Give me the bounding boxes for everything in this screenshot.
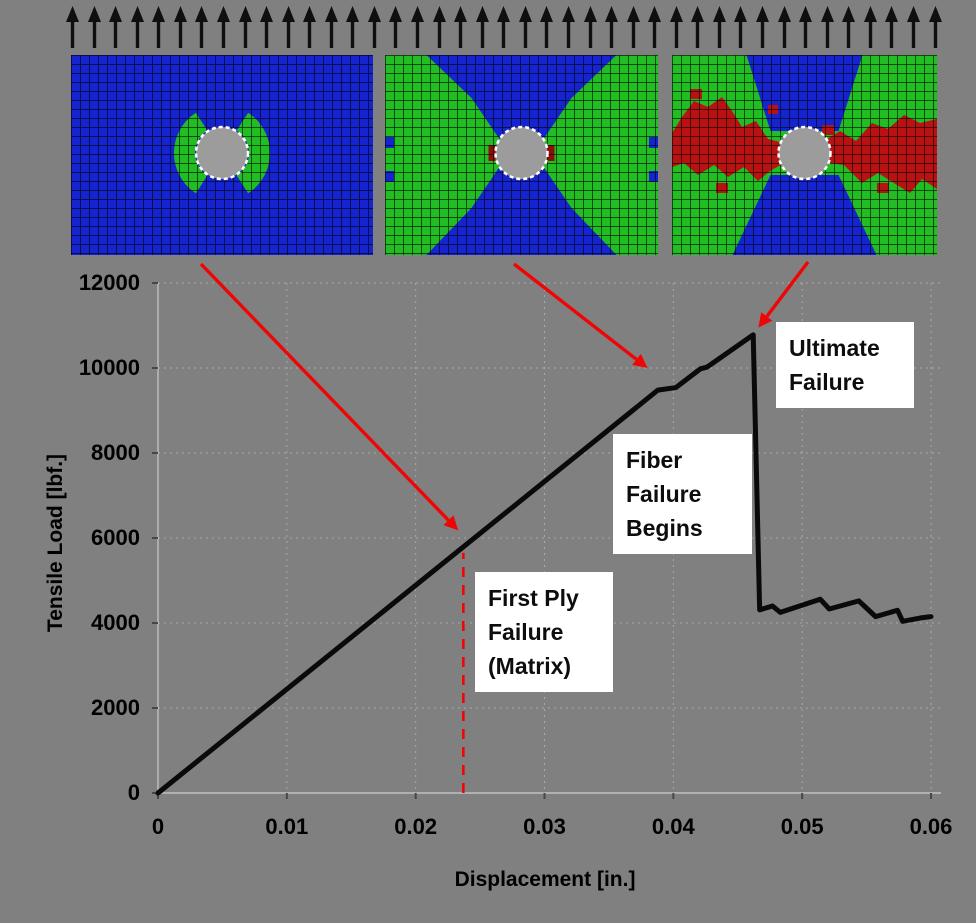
y-tick-label: 0 [127, 780, 140, 805]
load-arrow-icon [669, 6, 683, 48]
x-tick-label: 0.05 [780, 814, 824, 839]
load-arrow-icon [626, 6, 640, 48]
annotation-ultimate-failure: Ultimate Failure [776, 322, 914, 408]
fea-mesh-image [385, 55, 658, 255]
x-axis-title: Displacement [in.] [454, 868, 636, 891]
load-arrow-icon [109, 6, 123, 48]
load-arrow-icon [324, 6, 338, 48]
load-arrow-icon [260, 6, 274, 48]
load-arrow-icon [303, 6, 317, 48]
mesh-first-ply-failure [71, 55, 373, 260]
load-arrow-icon [389, 6, 403, 48]
load-arrow-icon [497, 6, 511, 48]
x-tick-label: 0 [151, 814, 165, 839]
load-arrow-icon [540, 6, 554, 48]
y-tick-label: 10000 [78, 355, 140, 380]
annotation-first-ply-failure: First Ply Failure (Matrix) [475, 572, 613, 692]
annotation-arrow [512, 262, 648, 368]
y-tick-label: 6000 [91, 525, 140, 550]
x-tick-label: 0.03 [523, 814, 566, 839]
load-arrow-icon [173, 6, 187, 48]
load-arrow-icon [885, 6, 899, 48]
load-arrow-icon [691, 6, 705, 48]
load-arrow-icon [820, 6, 834, 48]
load-arrow-icon [712, 6, 726, 48]
annotation-fiber-failure-begins: Fiber Failure Begins [613, 434, 752, 554]
load-arrow-icon [152, 6, 166, 48]
load-arrow-icon [928, 6, 942, 48]
load-arrow-icon [605, 6, 619, 48]
y-tick-label: 2000 [91, 695, 140, 720]
load-arrow-icon [346, 6, 360, 48]
y-tick-label: 8000 [91, 440, 140, 465]
load-arrow-icon [367, 6, 381, 48]
load-arrow-icon [432, 6, 446, 48]
load-arrow-icon [87, 6, 101, 48]
load-arrow-icon [734, 6, 748, 48]
axes [152, 282, 941, 799]
load-arrow-icon [648, 6, 662, 48]
load-arrow-icon [863, 6, 877, 48]
load-arrow-icon [583, 6, 597, 48]
load-arrow-icon [130, 6, 144, 48]
load-arrow-icon [238, 6, 252, 48]
mesh-fiber-failure [385, 55, 658, 260]
load-arrow-icon [216, 6, 230, 48]
load-arrow-icon [756, 6, 769, 48]
load-arrow-icon [281, 6, 295, 48]
fea-mesh-image [672, 55, 937, 255]
x-tick-label: 0.01 [265, 814, 309, 839]
load-arrow-icon [66, 6, 79, 48]
annotation-arrow [199, 262, 459, 531]
load-arrow-icon [842, 6, 856, 48]
x-tick-label: 0.02 [394, 814, 438, 839]
load-arrow-icon [777, 6, 791, 48]
load-arrow-icon [906, 6, 920, 48]
fea-mesh-image [71, 55, 373, 255]
x-tick-label: 0.06 [909, 814, 953, 839]
load-arrow-icon [454, 6, 468, 48]
load-arrow-icon [561, 6, 575, 48]
mesh-ultimate-failure [672, 55, 937, 260]
load-arrow-icon [475, 6, 489, 48]
x-tick-label: 0.04 [651, 814, 695, 839]
load-arrow-icon [518, 6, 532, 48]
load-arrow-icon [799, 6, 813, 48]
annotation-arrow [758, 260, 810, 328]
y-tick-label: 12000 [78, 270, 140, 295]
load-arrow-icon [411, 6, 424, 48]
y-tick-label: 4000 [91, 610, 140, 635]
load-arrow-icon [195, 6, 209, 48]
load-arrows-row [66, 6, 942, 50]
load-curve [155, 332, 934, 796]
y-axis-title: Tensile Load [lbf.] [44, 453, 67, 633]
